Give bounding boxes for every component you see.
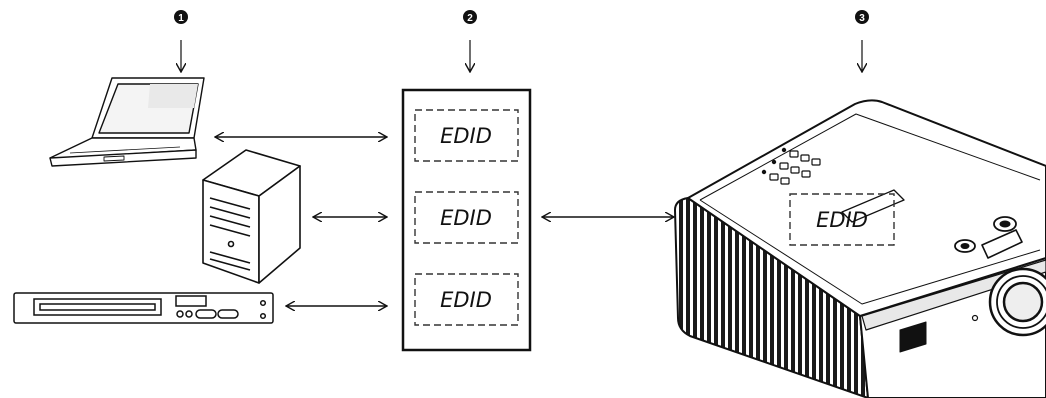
tower-computer-icon: [202, 149, 301, 284]
projector-edid-label: EDID: [816, 208, 868, 232]
laptop-icon: [49, 77, 205, 167]
edid-block: EDID: [414, 273, 519, 326]
edid-block: EDID: [414, 191, 519, 244]
callout-3: 3: [855, 10, 869, 24]
projector-edid-block: EDID: [789, 193, 895, 246]
callout-1-number: 1: [178, 13, 184, 24]
media-player-icon: [13, 292, 274, 324]
callout-2-number: 2: [467, 13, 473, 24]
edid-switcher-box: [401, 88, 532, 352]
projector-icon: [674, 99, 1046, 398]
edid-label: EDID: [440, 124, 492, 148]
callout-2: 2: [463, 10, 477, 24]
edid-label: EDID: [440, 206, 492, 230]
edid-label: EDID: [440, 288, 492, 312]
edid-block: EDID: [414, 109, 519, 162]
callout-1: 1: [174, 10, 188, 24]
callout-3-number: 3: [859, 13, 865, 24]
